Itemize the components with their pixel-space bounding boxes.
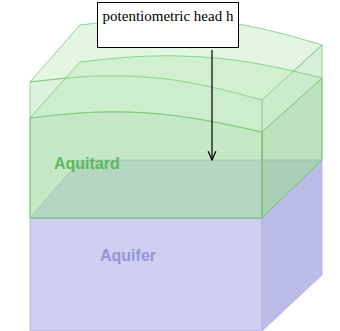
aquitard-front-face: [30, 112, 262, 218]
aquifer-label-region: Aquifer: [98, 245, 158, 267]
aquitard-label-region: Aquitard: [52, 153, 122, 175]
aquitard-top-surface: [30, 56, 322, 132]
layer-name: Aquifer: [100, 247, 156, 265]
callout-box: potentiometric head h: [97, 2, 239, 48]
callout-text: potentiometric head h: [102, 7, 234, 25]
aquifer-front-face: [30, 218, 262, 331]
layer-name: Aquitard: [54, 155, 120, 173]
leader-arrow: [211, 50, 212, 160]
aquitard-upper-layer: [30, 19, 322, 218]
aquitard-head-surface-layer: [30, 56, 322, 218]
